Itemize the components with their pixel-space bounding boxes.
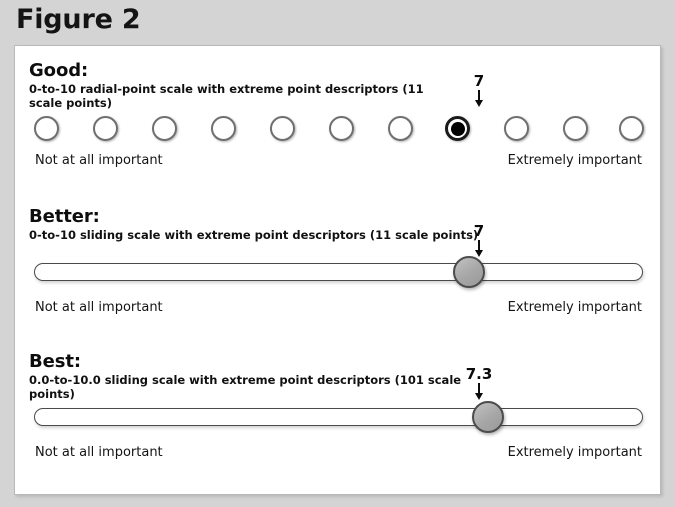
slider-track-better[interactable] (34, 263, 643, 281)
section-better-description: 0-to-10 sliding scale with extreme point… (29, 228, 479, 242)
radio-option-0[interactable] (34, 116, 59, 141)
anchor-low-best: Not at all important (35, 445, 163, 460)
radio-option-5[interactable] (329, 116, 354, 141)
anchor-labels-good: Not at all important Extremely important (35, 153, 642, 168)
section-better-heading: Better: (29, 206, 100, 227)
section-good-heading: Good: (29, 60, 89, 81)
radio-option-4[interactable] (270, 116, 295, 141)
figure-panel: Good: 0-to-10 radial-point scale with ex… (14, 45, 661, 495)
section-good-description: 0-to-10 radial-point scale with extreme … (29, 82, 424, 110)
slider-handle-better[interactable] (453, 256, 486, 288)
anchor-high-best: Extremely important (507, 445, 642, 460)
radio-option-7-selected[interactable] (445, 116, 470, 141)
anchor-labels-best: Not at all important Extremely important (35, 445, 642, 460)
anchor-low-better: Not at all important (35, 300, 163, 315)
anchor-high-good: Extremely important (507, 153, 642, 168)
radio-option-8[interactable] (504, 116, 529, 141)
radio-option-1[interactable] (93, 116, 118, 141)
radio-option-10[interactable] (619, 116, 644, 141)
anchor-labels-better: Not at all important Extremely important (35, 300, 642, 315)
radio-option-9[interactable] (563, 116, 588, 141)
radio-option-6[interactable] (388, 116, 413, 141)
anchor-high-better: Extremely important (507, 300, 642, 315)
down-arrow-icon (475, 90, 484, 107)
slider-best[interactable] (34, 401, 643, 433)
slider-track-best[interactable] (34, 408, 643, 426)
slider-handle-best[interactable] (471, 401, 504, 433)
radio-option-3[interactable] (211, 116, 236, 141)
radial-scale-good[interactable] (34, 116, 644, 144)
figure-title: Figure 2 (16, 4, 141, 35)
section-best: Best: 0.0-to-10.0 sliding scale with ext… (15, 351, 660, 460)
section-best-heading: Best: (29, 351, 81, 372)
anchor-low-good: Not at all important (35, 153, 163, 168)
section-best-description: 0.0-to-10.0 sliding scale with extreme p… (29, 373, 462, 401)
down-arrow-icon (475, 240, 484, 257)
radio-option-2[interactable] (152, 116, 177, 141)
section-good: Good: 0-to-10 radial-point scale with ex… (15, 60, 660, 168)
section-better: Better: 0-to-10 sliding scale with extre… (15, 206, 660, 315)
slider-better[interactable] (34, 256, 643, 288)
